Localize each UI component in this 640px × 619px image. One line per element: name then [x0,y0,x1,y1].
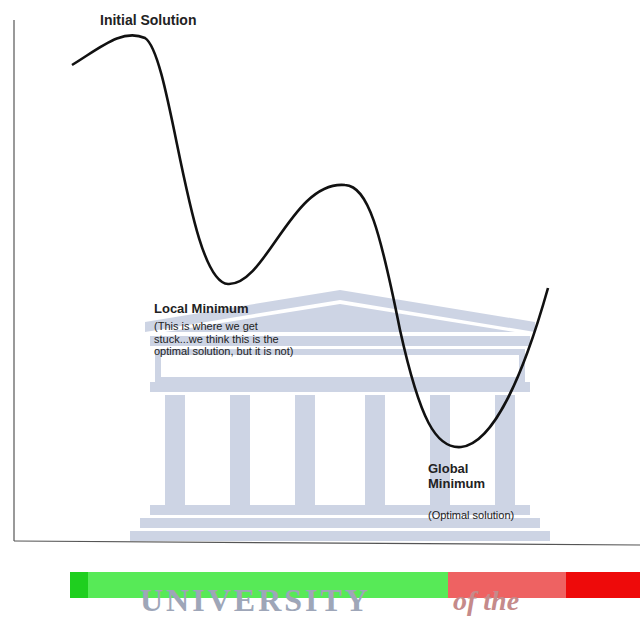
watermark-text: of the [453,585,573,617]
objective-curve [72,35,548,447]
watermark-text: UNIVERSITY [140,582,460,619]
watermark-building [130,290,550,541]
local-min-note: (This is where we get stuck...we think t… [154,320,294,358]
axes [14,20,640,545]
global-min-label: Global Minimum [428,462,518,492]
start-label: Initial Solution [100,12,240,28]
local-min-label: Local Minimum [154,302,294,317]
global-min-note: (Optimal solution) [428,509,568,522]
